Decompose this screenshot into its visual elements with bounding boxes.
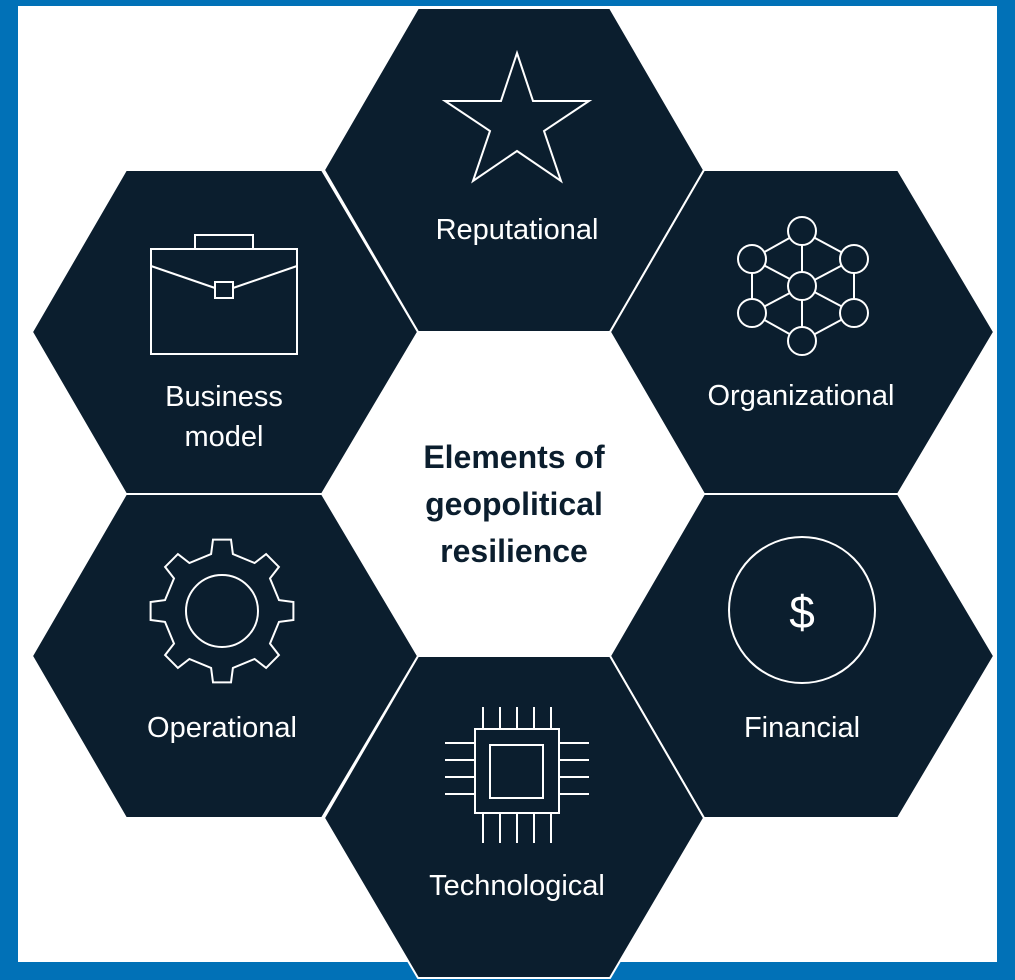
briefcase-icon bbox=[150, 234, 298, 355]
label-financial: Financial bbox=[743, 712, 861, 744]
network-icon bbox=[737, 216, 869, 356]
label-organizational: Organizational bbox=[707, 380, 895, 412]
label-reputational: Reputational bbox=[435, 214, 599, 246]
label-business-model: Business model bbox=[165, 381, 283, 453]
star-icon bbox=[441, 49, 593, 184]
label-operational: Operational bbox=[147, 712, 297, 744]
dollar-coin-icon: $ bbox=[728, 536, 876, 684]
microchip-icon bbox=[445, 707, 589, 843]
label-technological: Technological bbox=[429, 870, 605, 902]
gear-icon bbox=[149, 538, 295, 684]
center-title: Elements of geopolitical resilience bbox=[423, 439, 605, 569]
hexagon-business-model bbox=[31, 169, 419, 495]
svg-text:$: $ bbox=[789, 586, 815, 638]
